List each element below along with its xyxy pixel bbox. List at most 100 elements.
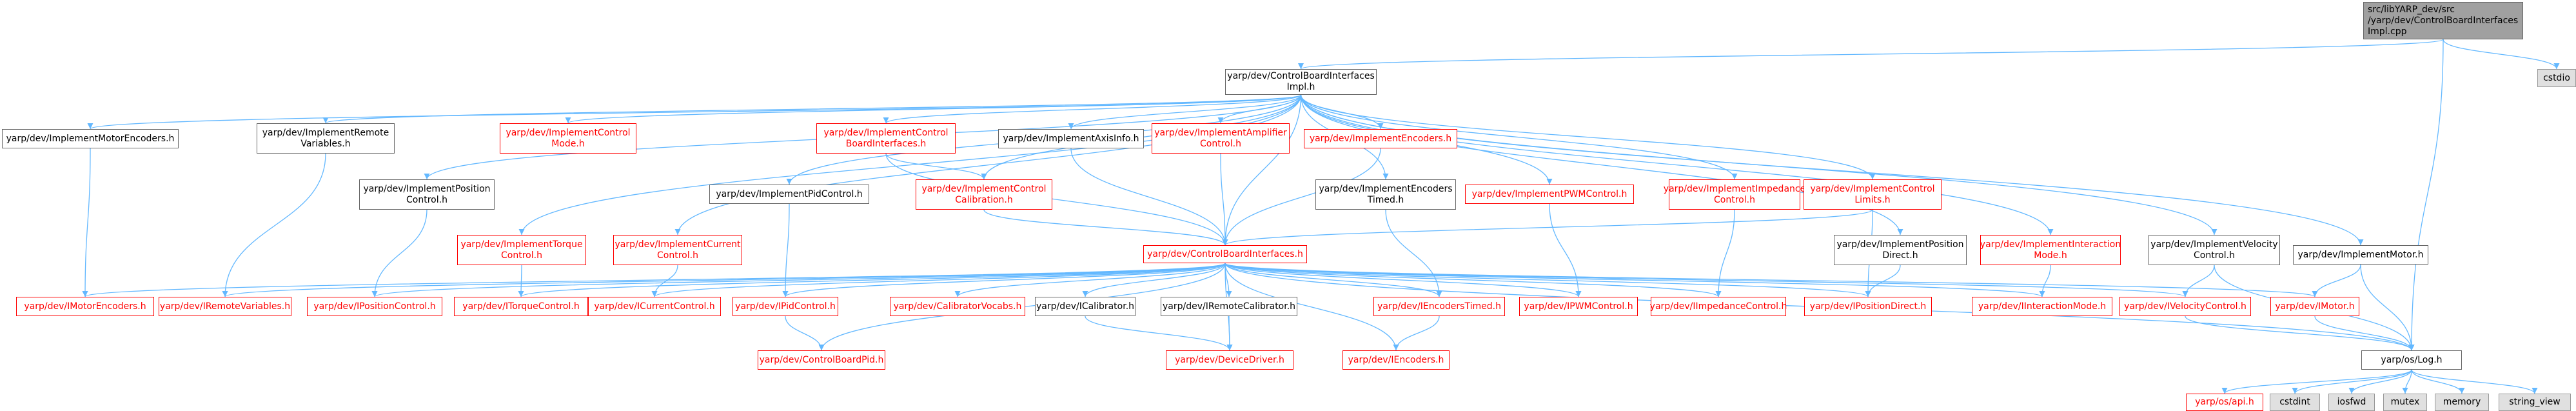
edge-implEnc-to-cbi bbox=[1222, 148, 1381, 246]
node-iRemoteVar[interactable]: yarp/dev/IRemoteVariables.h bbox=[159, 297, 291, 316]
edge-log-to-iosfwd bbox=[2348, 369, 2412, 394]
node-iEncTimed[interactable]: yarp/dev/IEncodersTimed.h bbox=[1373, 297, 1505, 316]
node-iCurrent[interactable]: yarp/dev/ICurrentControl.h bbox=[588, 297, 721, 316]
node-deviceDriver[interactable]: yarp/dev/DeviceDriver.h bbox=[1166, 350, 1293, 370]
node-cbiimpl[interactable]: yarp/dev/ControlBoardInterfaces Impl.h bbox=[1225, 69, 1377, 95]
node-cstdio: cstdio bbox=[2537, 69, 2576, 87]
node-iPosDirect[interactable]: yarp/dev/IPositionDirect.h bbox=[1804, 297, 1932, 316]
edge-iEncTimed-to-iEncoders bbox=[1393, 316, 1440, 351]
edge-implImped-to-iImped bbox=[1715, 209, 1735, 297]
node-iTorque[interactable]: yarp/dev/ITorqueControl.h bbox=[454, 297, 588, 316]
edge-implRemoteVar-to-iRemoteVar bbox=[222, 153, 326, 297]
node-implCalib[interactable]: yarp/dev/ImplementControl Calibration.h bbox=[916, 179, 1052, 210]
node-iPosCtrl[interactable]: yarp/dev/IPositionControl.h bbox=[307, 297, 442, 316]
edge-cbiimpl-to-implAxisInfo bbox=[1068, 94, 1302, 130]
edge-log-to-string_view bbox=[2411, 369, 2538, 394]
edge-cbiimpl-to-cbi bbox=[1222, 94, 1302, 246]
node-implEnc[interactable]: yarp/dev/ImplementEncoders.h bbox=[1304, 129, 1457, 148]
node-root[interactable]: src/libYARP_dev/src /yarp/dev/ControlBoa… bbox=[2363, 2, 2523, 39]
edge-cbi-to-calibVocabs bbox=[954, 263, 1226, 297]
node-iImped[interactable]: yarp/dev/IImpedanceControl.h bbox=[1650, 297, 1787, 316]
node-implImped[interactable]: yarp/dev/ImplementImpedance Control.h bbox=[1664, 179, 1805, 210]
node-cbPid[interactable]: yarp/dev/ControlBoardPid.h bbox=[758, 350, 885, 370]
node-iMotor[interactable]: yarp/dev/IMotor.h bbox=[2270, 297, 2359, 316]
edge-implPWM-to-iPWM bbox=[1549, 203, 1582, 297]
edge-cbi-to-iPosDirect bbox=[1224, 263, 1871, 297]
edge-implCBI-to-implCalib bbox=[885, 153, 987, 180]
edge-cbi-to-iPWM bbox=[1224, 263, 1582, 297]
edge-root-to-cstdio bbox=[2443, 39, 2560, 70]
edge-implPosDirect-to-iPosDirect bbox=[1865, 265, 1901, 297]
edge-iVel-to-log bbox=[2185, 316, 2415, 351]
node-implCtrlMode[interactable]: yarp/dev/ImplementControl Mode.h bbox=[500, 123, 636, 154]
node-implMotorEnc[interactable]: yarp/dev/ImplementMotorEncoders.h bbox=[2, 129, 179, 148]
edge-iCalib-to-deviceDriver bbox=[1085, 316, 1233, 351]
node-mutex: mutex bbox=[2383, 394, 2427, 411]
edge-implEncTimed-to-iEncTimed bbox=[1385, 209, 1442, 297]
node-implAmp[interactable]: yarp/dev/ImplementAmplifier Control.h bbox=[1152, 123, 1290, 154]
node-implVel[interactable]: yarp/dev/ImplementVelocity Control.h bbox=[2148, 235, 2280, 265]
edge-cbi-to-iImped bbox=[1224, 263, 1722, 297]
edge-cbiimpl-to-implCurrent bbox=[674, 94, 1302, 236]
node-iMotorEnc[interactable]: yarp/dev/IMotorEncoders.h bbox=[16, 297, 154, 316]
node-iPid[interactable]: yarp/dev/IPidControl.h bbox=[732, 297, 838, 316]
edge-log-to-mutex bbox=[2402, 369, 2412, 394]
edge-iRemoteCalib-to-deviceDriver bbox=[1226, 316, 1233, 351]
edge-implCalib-to-cbi bbox=[983, 209, 1228, 246]
node-api[interactable]: yarp/os/api.h bbox=[2186, 394, 2263, 411]
node-iCalib[interactable]: yarp/dev/ICalibrator.h bbox=[1035, 297, 1136, 316]
edge-cbi-to-iCalib bbox=[1082, 263, 1226, 297]
edge-cbi-to-iTorque bbox=[518, 263, 1226, 297]
edge-log-to-api bbox=[2221, 369, 2412, 394]
edge-cbi-to-iVel bbox=[1224, 263, 2188, 297]
node-cbi[interactable]: yarp/dev/ControlBoardInterfaces.h bbox=[1143, 245, 1307, 263]
edge-implMotorEnc-to-iMotorEnc bbox=[82, 148, 91, 297]
edge-implPid-to-iPid bbox=[782, 203, 790, 297]
edge-cbi-to-iEncTimed bbox=[1224, 263, 1442, 297]
edge-cbiimpl-to-implCtrlMode bbox=[565, 94, 1302, 124]
edge-cbiimpl-to-implMotor bbox=[1300, 94, 2364, 246]
node-calibVocabs[interactable]: yarp/dev/CalibratorVocabs.h bbox=[890, 297, 1025, 316]
edge-implInteract-to-iInteract bbox=[2039, 265, 2051, 297]
node-cstdint: cstdint bbox=[2270, 394, 2320, 411]
edge-implCBI-to-cbi bbox=[885, 153, 1228, 246]
edge-cbiimpl-to-implRemoteVar bbox=[323, 94, 1302, 124]
node-memory: memory bbox=[2435, 394, 2489, 411]
edge-implTorque-to-iTorque bbox=[518, 265, 524, 297]
node-iInteract[interactable]: yarp/dev/IInteractionMode.h bbox=[1972, 297, 2112, 316]
edge-log-to-memory bbox=[2411, 369, 2465, 394]
edge-implAxisInfo-to-cbi bbox=[1070, 148, 1228, 246]
edge-implPosCtrl-to-iPosCtrl bbox=[371, 209, 428, 297]
edge-implAmp-to-cbi bbox=[1220, 153, 1228, 246]
node-iPWM[interactable]: yarp/dev/IPWMControl.h bbox=[1519, 297, 1638, 316]
node-implPosCtrl[interactable]: yarp/dev/ImplementPosition Control.h bbox=[359, 179, 495, 210]
edge-implMotor-to-log bbox=[2360, 264, 2415, 351]
edge-cbiimpl-to-implImped bbox=[1300, 94, 1738, 180]
node-iosfwd: iosfwd bbox=[2328, 394, 2375, 411]
edge-cbiimpl-to-implTorque bbox=[518, 94, 1302, 236]
node-log[interactable]: yarp/os/Log.h bbox=[2361, 350, 2462, 370]
edge-implVel-to-iVel bbox=[2182, 265, 2215, 297]
node-implCBI[interactable]: yarp/dev/ImplementControl BoardInterface… bbox=[816, 123, 956, 154]
edge-cbi-to-iRemoteVar bbox=[222, 263, 1226, 297]
node-implRemoteVar[interactable]: yarp/dev/ImplementRemote Variables.h bbox=[257, 123, 395, 154]
node-implPosDirect[interactable]: yarp/dev/ImplementPosition Direct.h bbox=[1834, 235, 1967, 265]
edge-cbi-to-iPosCtrl bbox=[371, 263, 1226, 297]
node-implInteract[interactable]: yarp/dev/ImplementInteraction Mode.h bbox=[1980, 235, 2121, 265]
node-iVel[interactable]: yarp/dev/IVelocityControl.h bbox=[2119, 297, 2251, 316]
node-implEncTimed[interactable]: yarp/dev/ImplementEncoders Timed.h bbox=[1315, 179, 1456, 210]
node-implCurrent[interactable]: yarp/dev/ImplementCurrent Control.h bbox=[613, 235, 742, 265]
edge-cbiimpl-to-implCBI bbox=[883, 94, 1302, 124]
edge-root-to-cbiimpl bbox=[1298, 39, 2444, 70]
edge-cbi-to-iInteract bbox=[1224, 263, 2045, 297]
edge-iMotor-to-log bbox=[2314, 316, 2415, 351]
node-implTorque[interactable]: yarp/dev/ImplementTorque Control.h bbox=[457, 235, 586, 265]
node-iRemoteCalib[interactable]: yarp/dev/IRemoteCalibrator.h bbox=[1161, 297, 1297, 316]
node-implMotor[interactable]: yarp/dev/ImplementMotor.h bbox=[2293, 245, 2428, 265]
node-implPWM[interactable]: yarp/dev/ImplementPWMControl.h bbox=[1465, 185, 1634, 204]
edge-cbiimpl-to-implLimits bbox=[1300, 94, 1876, 180]
node-implLimits[interactable]: yarp/dev/ImplementControl Limits.h bbox=[1804, 179, 1942, 210]
node-implAxisInfo[interactable]: yarp/dev/ImplementAxisInfo.h bbox=[998, 129, 1144, 148]
node-implPid[interactable]: yarp/dev/ImplementPidControl.h bbox=[709, 185, 869, 204]
node-iEncoders[interactable]: yarp/dev/IEncoders.h bbox=[1342, 350, 1450, 370]
